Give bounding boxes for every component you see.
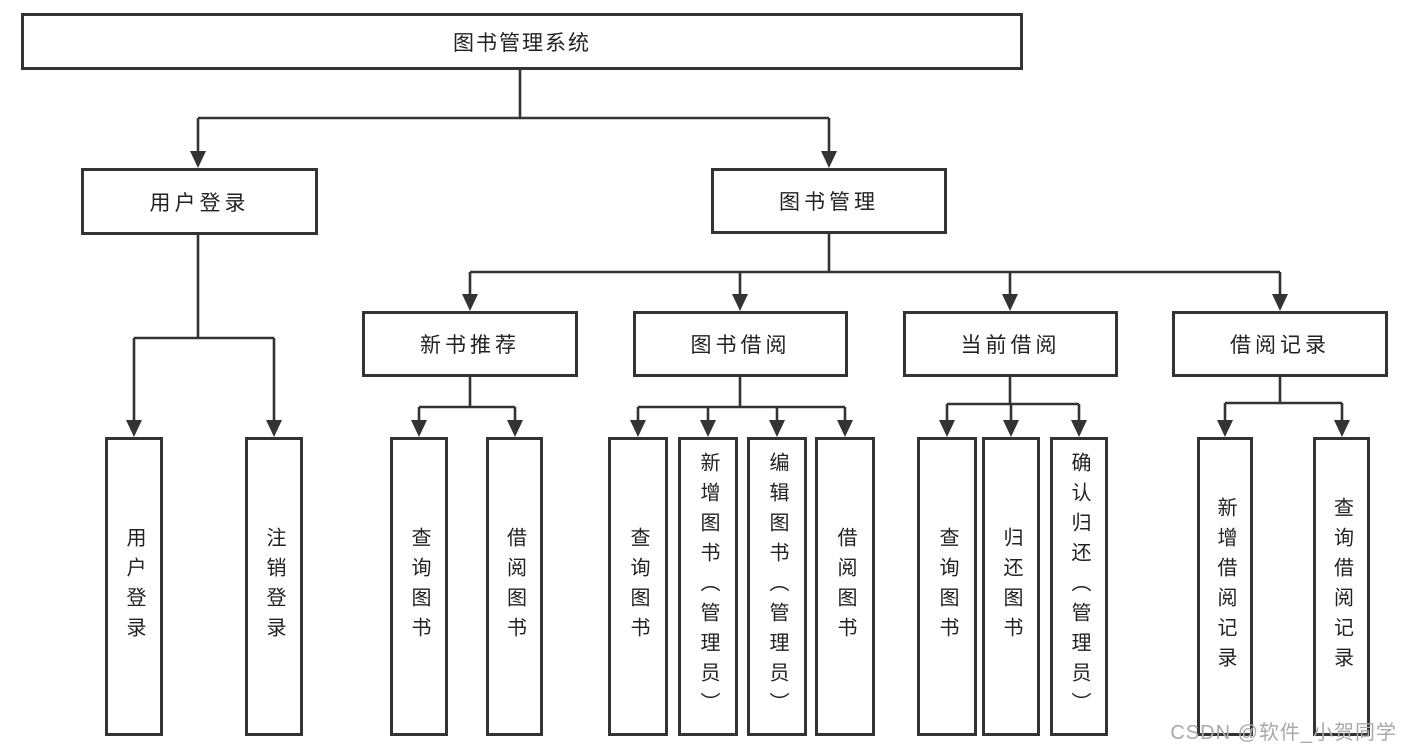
leaf-confirm-return-admin: 确认归还（管理员） — [1050, 437, 1108, 736]
csdn-watermark: CSDN @软件_小贺同学 — [1170, 722, 1397, 744]
node-label: 借阅记录 — [1230, 334, 1330, 357]
node-book-management: 图书管理 — [711, 168, 947, 234]
node-current-borrowing: 当前借阅 — [903, 311, 1118, 377]
leaf-label: 查询借阅记录 — [1330, 496, 1353, 677]
leaf-label: 确认归还（管理员） — [1068, 451, 1090, 722]
node-label: 当前借阅 — [960, 334, 1061, 357]
leaf-label: 借阅图书 — [834, 526, 856, 647]
leaf-query-books-recommend: 查询图书 — [390, 437, 448, 736]
leaf-add-borrow-record: 新增借阅记录 — [1197, 437, 1253, 736]
leaf-query-books-current: 查询图书 — [917, 437, 977, 736]
leaf-label: 借阅图书 — [503, 526, 526, 647]
node-library-management-system: 图书管理系统 — [21, 13, 1023, 70]
node-label: 用户登录 — [149, 191, 250, 215]
leaf-label: 查询图书 — [936, 526, 958, 647]
node-label: 图书管理 — [779, 191, 879, 214]
node-book-borrowing: 图书借阅 — [633, 311, 848, 377]
node-user-login: 用户登录 — [81, 168, 318, 235]
leaf-label: 用户登录 — [123, 526, 145, 647]
leaf-label: 归还图书 — [1000, 526, 1022, 647]
leaf-return-books: 归还图书 — [982, 437, 1040, 736]
leaf-label: 查询图书 — [627, 526, 649, 647]
node-new-book-recommendation: 新书推荐 — [362, 311, 578, 377]
leaf-label: 新增图书（管理员） — [697, 451, 719, 722]
leaf-label: 查询图书 — [408, 526, 430, 647]
leaf-user-login: 用户登录 — [105, 437, 163, 736]
leaf-borrow-books-recommend: 借阅图书 — [486, 437, 543, 736]
leaf-borrow-books: 借阅图书 — [815, 437, 875, 736]
node-borrowing-records: 借阅记录 — [1172, 311, 1388, 377]
leaf-edit-books-admin: 编辑图书（管理员） — [747, 437, 807, 736]
leaf-add-books-admin: 新增图书（管理员） — [678, 437, 738, 736]
node-label: 图书借阅 — [690, 334, 791, 357]
leaf-label: 注销登录 — [263, 526, 285, 647]
leaf-query-books-borrow: 查询图书 — [608, 437, 668, 736]
node-label: 新书推荐 — [420, 334, 520, 357]
leaf-query-borrow-record: 查询借阅记录 — [1313, 437, 1370, 736]
leaf-label: 编辑图书（管理员） — [766, 451, 788, 722]
leaf-label: 新增借阅记录 — [1214, 496, 1236, 677]
leaf-logout: 注销登录 — [245, 437, 303, 736]
node-label: 图书管理系统 — [453, 31, 591, 55]
